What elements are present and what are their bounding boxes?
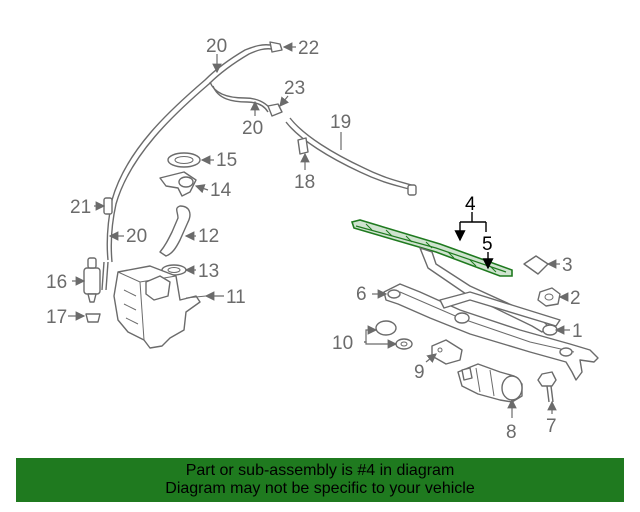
washer-pump-part-16 <box>83 257 101 303</box>
banner-line-disclaimer: Diagram may not be specific to your vehi… <box>165 480 475 497</box>
callout-20-mid: 20 <box>242 118 263 139</box>
callout-1: 1 <box>572 321 583 342</box>
banner-line-assembly: Part or sub-assembly is #4 in diagram <box>185 462 455 479</box>
cap-part-3 <box>523 255 549 275</box>
wiper-linkage-part-1 <box>383 283 599 381</box>
cap-part-15 <box>167 152 201 168</box>
connector-part-22 <box>269 41 283 53</box>
callout-12: 12 <box>198 226 219 247</box>
callout-5: 5 <box>482 234 493 255</box>
callout-8: 8 <box>506 422 517 443</box>
wiper-parts-diagram: 20 22 23 20 19 18 15 14 21 20 12 13 11 1… <box>46 36 599 443</box>
callout-4: 4 <box>465 194 476 215</box>
callout-17: 17 <box>46 307 67 328</box>
wiper-motor-part-8 <box>457 363 523 403</box>
callout-16: 16 <box>46 272 67 293</box>
nut-part-2 <box>537 287 561 307</box>
callout-3: 3 <box>562 255 573 276</box>
callout-11: 11 <box>226 287 246 308</box>
connector-part-21 <box>103 197 113 215</box>
callout-15: 15 <box>216 150 237 171</box>
callout-13: 13 <box>198 261 219 282</box>
filler-hose-part-12 <box>159 205 191 257</box>
joint-part-23 <box>267 103 283 117</box>
washer-reservoir-part-11 <box>113 265 207 349</box>
callout-19: 19 <box>330 112 351 133</box>
info-banner: Part or sub-assembly is #4 in diagram Di… <box>16 458 624 502</box>
bolt-part-7 <box>537 371 557 403</box>
callout-21: 21 <box>70 197 91 218</box>
callout-6: 6 <box>356 284 367 305</box>
grommet-part-17 <box>85 313 101 323</box>
callout-20-top: 20 <box>206 36 227 57</box>
washer-part-10 <box>375 320 413 350</box>
callout-20-low: 20 <box>126 226 147 247</box>
filler-neck-part-14 <box>159 171 197 197</box>
callout-10: 10 <box>332 333 353 354</box>
clip-part-18 <box>297 137 309 155</box>
callout-18: 18 <box>294 172 315 193</box>
callout-23: 23 <box>284 78 305 99</box>
callout-7: 7 <box>546 416 557 437</box>
bracket-part-9 <box>431 339 463 365</box>
nozzle-hose <box>285 117 417 196</box>
callout-22: 22 <box>298 38 319 59</box>
callout-2: 2 <box>570 288 581 309</box>
leader-lines <box>68 42 570 418</box>
callout-14: 14 <box>210 180 232 201</box>
callout-9: 9 <box>414 362 425 383</box>
callout-labels: 20 22 23 20 19 18 15 14 21 20 12 13 11 1… <box>46 36 583 443</box>
